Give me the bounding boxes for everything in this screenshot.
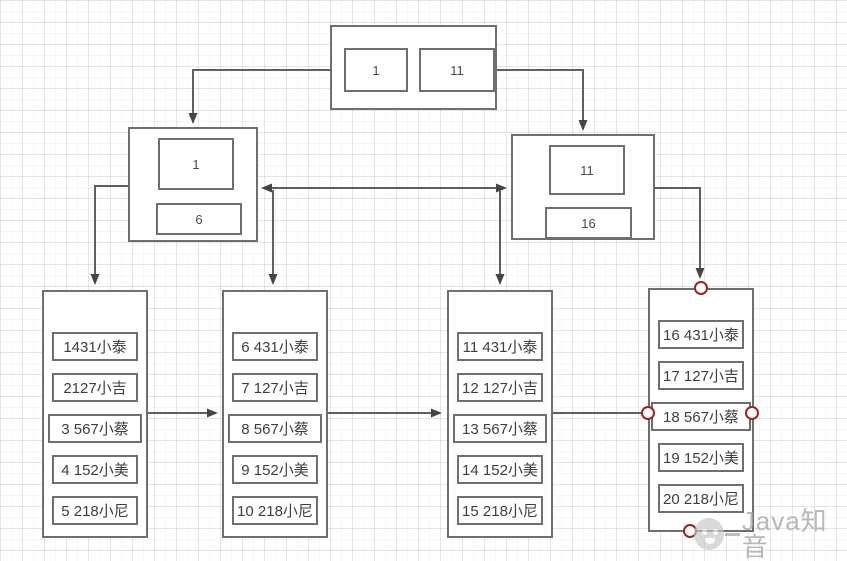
key-cell[interactable]: 11 [549,145,625,195]
record-cell-selected[interactable]: 18 567小蔡 [651,402,751,431]
record-cell[interactable]: 9 152小美 [232,455,318,484]
record-cell[interactable]: 3 567小蔡 [48,414,142,443]
record-cell[interactable]: 20 218小尼 [658,484,744,513]
edge-root-to-internal-left[interactable] [188,69,330,124]
key-cell[interactable]: 16 [545,207,632,239]
key-cell[interactable]: 6 [156,203,242,235]
record-cell[interactable]: 19 152小美 [658,443,744,472]
root-node[interactable]: 1 11 [330,25,497,110]
record-cell[interactable]: 12 127小吉 [457,373,543,402]
internal-node-right[interactable]: 11 16 [511,134,655,240]
leaf-node-4[interactable]: 16 431小泰 17 127小吉 18 567小蔡 19 152小美 20 2… [648,288,754,532]
watermark: Java知音 [694,508,847,560]
record-cell[interactable]: 6 431小泰 [232,332,318,361]
edge-internal-left-to-leaf1[interactable] [90,185,128,285]
record-cell[interactable]: 7 127小吉 [232,373,318,402]
key-cell[interactable]: 11 [419,48,495,92]
leaf-node-3[interactable]: 11 431小泰 12 127小吉 13 567小蔡 14 152小美 15 2… [447,290,553,538]
internal-node-left[interactable]: 1 6 [128,127,258,242]
record-cell[interactable]: 4 152小美 [52,455,138,484]
record-cell[interactable]: 10 218小尼 [232,496,318,525]
record-cell[interactable]: 16 431小泰 [658,320,744,349]
leaf-node-2[interactable]: 6 431小泰 7 127小吉 8 567小蔡 9 152小美 10 218小尼 [222,290,328,538]
leaf-node-1[interactable]: 1431小泰 2127小吉 3 567小蔡 4 152小美 5 218小尼 [42,290,148,538]
record-cell[interactable]: 1431小泰 [52,332,138,361]
smiley-face-icon [694,518,724,550]
record-cell[interactable]: 8 567小蔡 [228,414,322,443]
record-cell[interactable]: 2127小吉 [52,373,138,402]
record-cell[interactable]: 11 431小泰 [457,332,543,361]
watermark-text: Java知音 [741,506,828,561]
record-cell[interactable]: 14 152小美 [457,455,543,484]
edge-internal-right-to-leaf4[interactable] [655,187,705,279]
key-cell[interactable]: 1 [158,138,234,190]
edge-root-to-internal-right[interactable] [497,69,588,131]
record-cell[interactable]: 5 218小尼 [52,496,138,525]
record-cell[interactable]: 13 567小蔡 [453,414,547,443]
record-cell[interactable]: 17 127小吉 [658,361,744,390]
record-cell[interactable]: 15 218小尼 [457,496,543,525]
watermark-dash [724,532,740,536]
key-cell[interactable]: 1 [344,48,408,92]
